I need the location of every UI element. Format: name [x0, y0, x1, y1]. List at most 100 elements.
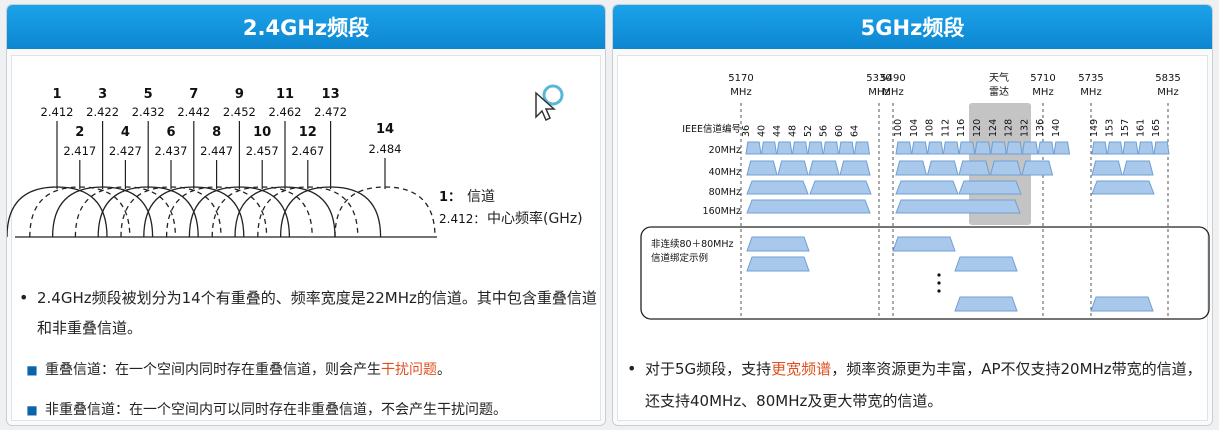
channel-20mhz — [942, 141, 960, 155]
channel-40mhz — [958, 160, 991, 176]
legend-channel-desc: 信道 — [467, 189, 495, 205]
channel-number: 5 — [144, 87, 153, 102]
channel-frequency: 2.427 — [109, 144, 142, 158]
channel-20mhz — [1106, 141, 1124, 155]
channel-number: 140 — [1051, 119, 1062, 137]
bonded-channel-80mhz — [954, 256, 1018, 272]
channel-number: 8 — [212, 125, 221, 140]
channel-20mhz — [1137, 141, 1155, 155]
bullet-dot: • — [627, 359, 637, 378]
bonded-channel-80mhz — [746, 256, 810, 272]
channel-40mhz — [1091, 160, 1123, 176]
channel-frequency: 2.467 — [291, 144, 324, 158]
channel-number: 44 — [772, 125, 783, 137]
frequency-unit: MHz — [868, 87, 889, 98]
frequency-unit: MHz — [730, 87, 751, 98]
channel-number: 128 — [1004, 119, 1015, 137]
channel-number: 120 — [972, 119, 983, 137]
frequency-marker: 5835 — [1155, 73, 1180, 84]
channel-80mhz — [746, 180, 809, 195]
row-label: 40MHz — [709, 167, 741, 178]
channel-frequency: 2.442 — [177, 105, 210, 119]
channel-number: 104 — [909, 119, 920, 137]
channel-number: 165 — [1151, 119, 1162, 137]
bullet-5ghz-highlight: 更宽频谱 — [771, 360, 832, 378]
bullet-dot: • — [19, 288, 29, 307]
bullet-5ghz-suffix: ，频率资源更为丰富，AP不仅支持20MHz带宽的信道，还支持40MHz、80MH… — [645, 360, 1202, 410]
channel-frequency: 2.412 — [41, 105, 74, 119]
channel-20mhz — [1053, 141, 1071, 155]
channel-number: 14 — [376, 122, 394, 137]
bullet-non-overlap: 非重叠信道：在一个空间内可以同时存在非重叠信道，不会产生干扰问题。 — [45, 402, 507, 418]
channel-frequency: 2.437 — [155, 144, 188, 158]
channel-80mhz — [958, 180, 1022, 195]
channel-number: 149 — [1089, 119, 1100, 137]
row-label: 20MHz — [709, 145, 741, 156]
channel-number: 48 — [788, 125, 799, 137]
channel-number: 108 — [925, 119, 936, 137]
bonded-channel-80mhz — [954, 296, 1018, 312]
channel-number: 112 — [940, 119, 951, 137]
channel-number: 3 — [98, 87, 107, 102]
channel-number: 11 — [276, 87, 294, 102]
overlap-highlight: 干扰问题 — [381, 362, 437, 378]
channel-frequency: 2.452 — [223, 105, 256, 119]
non-contiguous-label: 非连续80＋80MHz — [651, 238, 734, 250]
channel-number: 12 — [299, 125, 317, 140]
channel-frequency: 2.457 — [246, 144, 279, 158]
channel-40mhz — [808, 160, 840, 176]
channel-frequency: 2.484 — [369, 142, 402, 156]
pointer-cursor-icon — [534, 83, 566, 127]
bullet-24ghz-main: 2.4GHz频段被划分为14个有重叠的、频率宽度是22MHz的信道。其中包含重叠… — [37, 289, 597, 337]
legend-frequency-key: 2.412： — [439, 212, 485, 226]
channel-number: 1 — [52, 87, 61, 102]
channel-20mhz — [895, 141, 913, 155]
weather-radar-label: 天气 — [989, 71, 1009, 84]
channel-curve-14 — [334, 186, 436, 238]
channel-number: 64 — [850, 125, 861, 137]
channel-number: 136 — [1035, 119, 1046, 137]
channel-number: 60 — [834, 125, 845, 137]
channel-20mhz — [911, 141, 928, 155]
channel-number: 10 — [253, 125, 271, 140]
channel-frequency: 2.417 — [63, 144, 96, 158]
frequency-unit: MHz — [882, 87, 903, 98]
channel-number: 124 — [988, 119, 999, 137]
ellipsis-dot — [937, 273, 941, 277]
channel-40mhz — [926, 160, 959, 176]
channel-40mhz — [1122, 160, 1154, 176]
channel-20mhz — [1153, 141, 1170, 155]
frequency-marker: 5710 — [1030, 73, 1055, 84]
ellipsis-dot — [937, 289, 941, 293]
legend-frequency-desc: 中心频率(GHz) — [487, 210, 583, 227]
channel-20mhz — [1122, 141, 1139, 155]
legend-channel-key: 1： — [439, 190, 461, 205]
frequency-unit: MHz — [1080, 87, 1101, 98]
channel-40mhz — [777, 160, 809, 176]
channel-frequency: 2.447 — [200, 144, 233, 158]
channel-20mhz — [990, 141, 1007, 155]
non-contiguous-label: 信道绑定示例 — [651, 252, 708, 264]
channel-20mhz — [974, 141, 992, 155]
channel-80mhz — [809, 180, 872, 195]
channel-number: 40 — [757, 125, 768, 137]
channel-80mhz — [1091, 180, 1155, 195]
channel-number: 132 — [1019, 119, 1030, 137]
channel-number: 116 — [956, 119, 967, 137]
channel-20mhz — [807, 141, 824, 155]
bonded-channel-80mhz — [1090, 296, 1154, 312]
bonded-channel-80mhz — [892, 236, 956, 252]
bullet-5ghz-text: 对于5G频段，支持 — [645, 360, 772, 378]
ellipsis-dot — [937, 281, 941, 285]
channel-number: 153 — [1105, 119, 1116, 137]
frequency-marker: 5330 — [866, 73, 891, 84]
overlap-text: 重叠信道：在一个空间内同时存在重叠信道，则会产生 — [45, 362, 381, 378]
non-contiguous-box — [640, 226, 1210, 320]
channel-number: 157 — [1120, 119, 1131, 137]
row-label: IEEE信道编号 — [682, 123, 741, 135]
channel-number: 161 — [1136, 119, 1147, 137]
channel-20mhz — [1021, 141, 1039, 155]
channel-20mhz — [838, 141, 855, 155]
channel-20mhz — [791, 141, 809, 155]
